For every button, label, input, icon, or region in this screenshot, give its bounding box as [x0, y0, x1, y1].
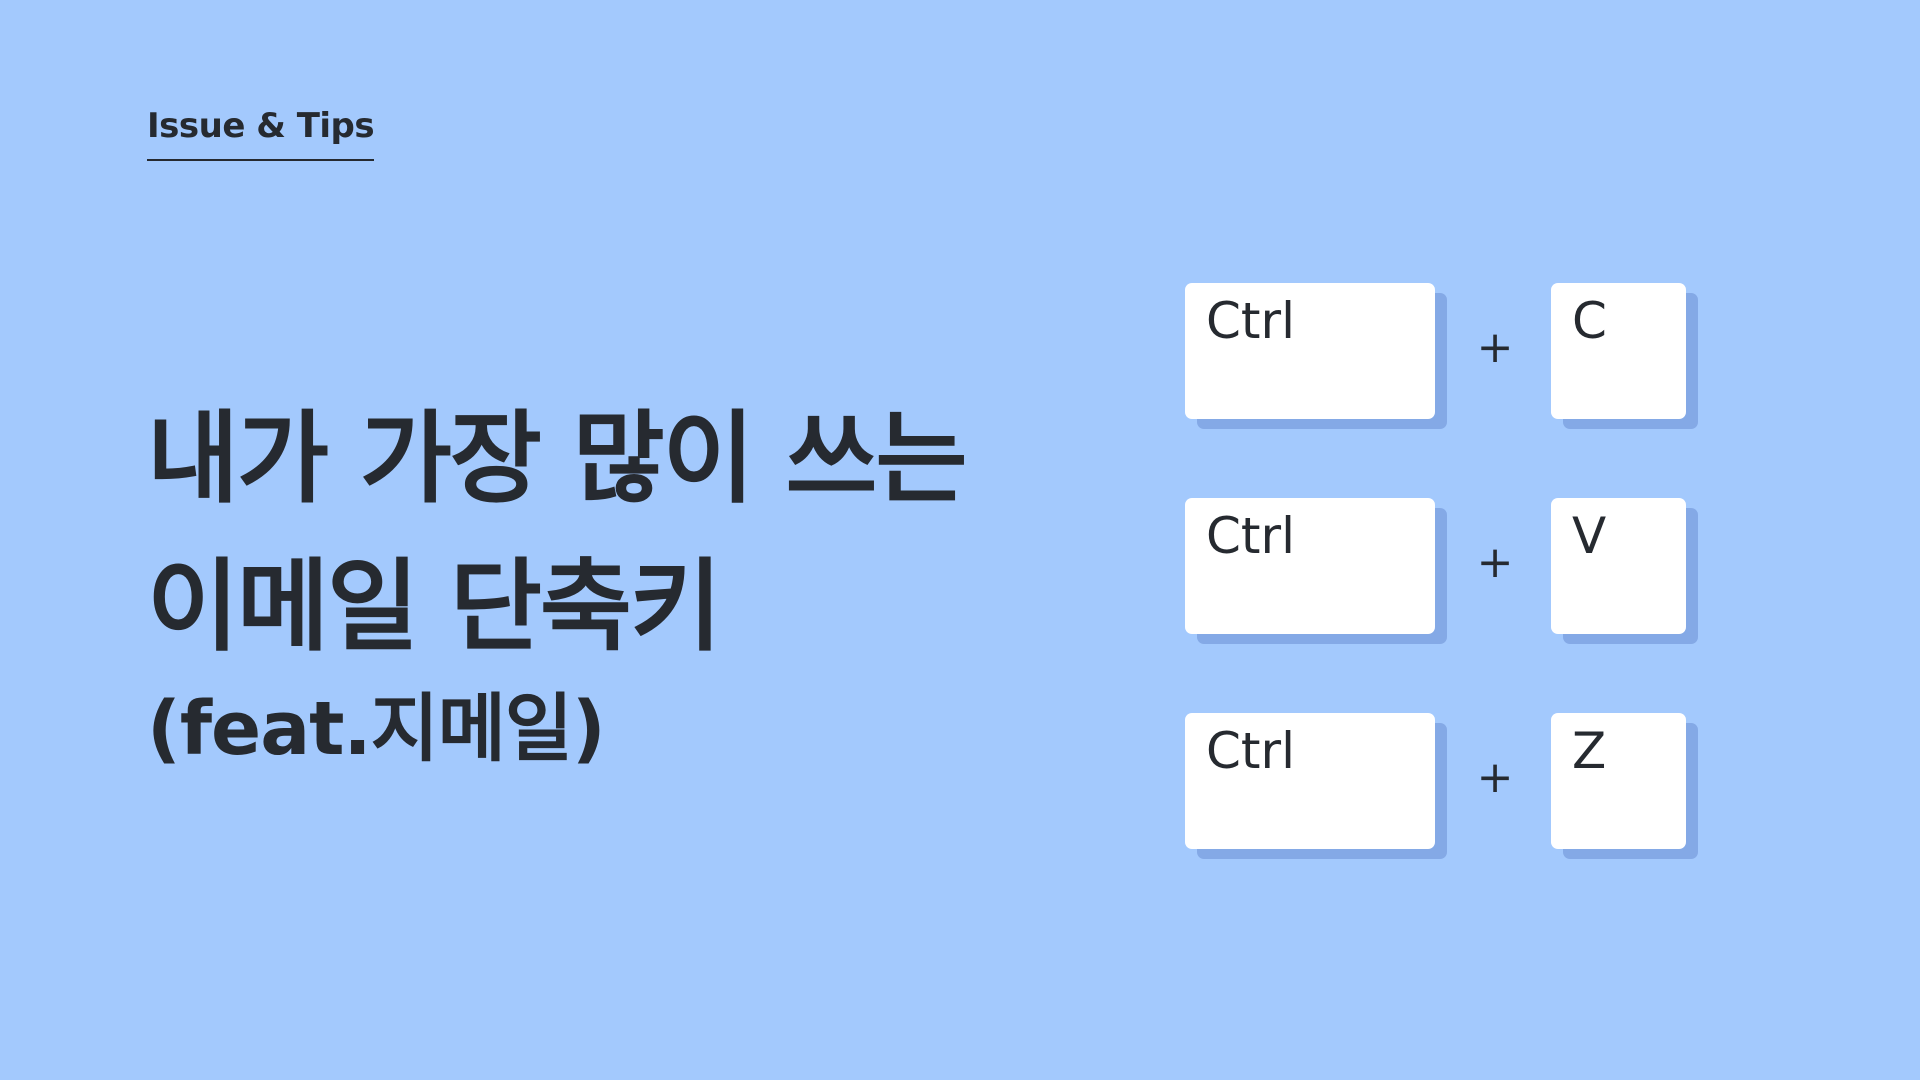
plus-sign: + — [1476, 752, 1514, 803]
c-key: C — [1551, 283, 1686, 419]
category-label: Issue & Tips — [147, 106, 375, 161]
ctrl-key: Ctrl — [1185, 498, 1435, 634]
shortcut-list: Ctrl + C Ctrl + V Ctrl + Z — [1185, 283, 1705, 928]
ctrl-key: Ctrl — [1185, 283, 1435, 419]
shortcut-paste: Ctrl + V — [1185, 498, 1705, 713]
shortcut-copy: Ctrl + C — [1185, 283, 1705, 498]
title-line-1: 내가 가장 많이 쓰는 — [147, 400, 967, 517]
v-key: V — [1551, 498, 1686, 634]
title-line-2: 이메일 단축키 — [147, 548, 722, 665]
plus-sign: + — [1476, 537, 1514, 588]
plus-sign: + — [1476, 322, 1514, 373]
ctrl-key: Ctrl — [1185, 713, 1435, 849]
headline: 내가 가장 많이 쓰는 이메일 단축키 (feat.지메일) — [147, 385, 1047, 777]
subtitle: (feat.지메일) — [147, 686, 606, 772]
shortcut-undo: Ctrl + Z — [1185, 713, 1705, 928]
z-key: Z — [1551, 713, 1686, 849]
